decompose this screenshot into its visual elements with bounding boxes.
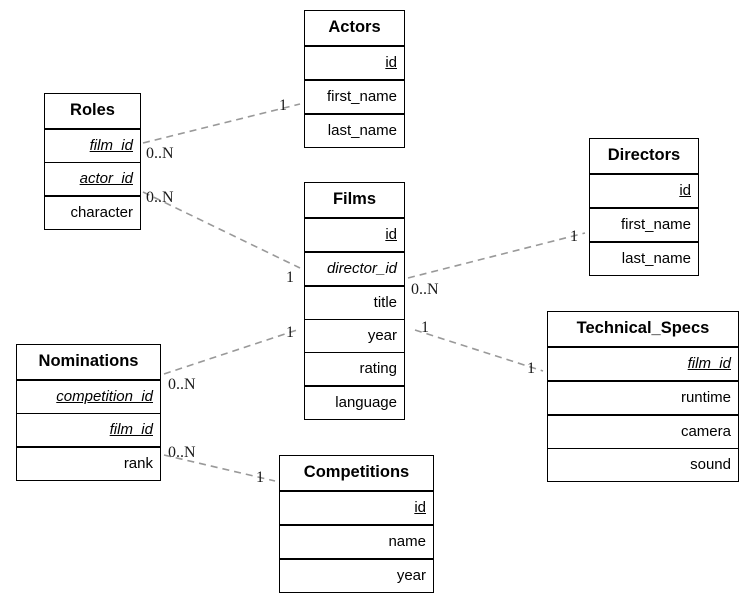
cardinality-films-directors-to: 1 — [570, 228, 578, 245]
attribute-label: language — [335, 393, 397, 411]
cardinality-films-technical_specs-to: 1 — [527, 360, 535, 377]
attribute-label: competition_id — [56, 387, 153, 405]
attribute-label: id — [414, 498, 426, 516]
cardinality-roles-actors-to: 1 — [279, 97, 287, 114]
attribute-label: id — [385, 225, 397, 243]
attribute-label: film_id — [109, 420, 153, 438]
entity-roles[interactable]: Roles film_id actor_id character — [44, 93, 141, 230]
entity-title-directors: Directors — [590, 139, 698, 175]
attribute-label: id — [385, 53, 397, 71]
attribute-technical_specs-runtime[interactable]: runtime — [548, 379, 738, 414]
attribute-label: id — [679, 181, 691, 199]
attribute-label: film_id — [89, 136, 133, 154]
attribute-label: year — [396, 566, 426, 584]
entity-title-nominations: Nominations — [17, 345, 160, 381]
attribute-actors-id[interactable]: id — [305, 47, 404, 79]
cardinality-roles-films-to: 1 — [286, 269, 294, 286]
attribute-nominations-competition_id[interactable]: competition_id — [17, 381, 160, 413]
cardinality-nominations-films-from: 0..N — [168, 376, 196, 393]
cardinality-nominations-competitions-to: 1 — [256, 469, 264, 486]
attribute-label: last_name — [621, 249, 691, 267]
attribute-films-director_id[interactable]: director_id — [305, 250, 404, 285]
attribute-roles-character[interactable]: character — [45, 194, 140, 229]
attribute-competitions-id[interactable]: id — [280, 492, 433, 524]
attribute-actors-last_name[interactable]: last_name — [305, 112, 404, 147]
attribute-label: actor_id — [79, 169, 133, 187]
attribute-competitions-name[interactable]: name — [280, 523, 433, 558]
cardinality-roles-films-from: 0..N — [146, 189, 174, 206]
cardinality-films-technical_specs-from: 1 — [421, 319, 429, 336]
attribute-label: character — [70, 203, 133, 221]
attribute-label: title — [373, 293, 397, 311]
attribute-label: sound — [690, 455, 731, 473]
attribute-films-year[interactable]: year — [305, 318, 404, 352]
attribute-technical_specs-sound[interactable]: sound — [548, 447, 738, 481]
attribute-films-id[interactable]: id — [305, 219, 404, 251]
attribute-label: rank — [123, 454, 153, 472]
attribute-directors-last_name[interactable]: last_name — [590, 240, 698, 275]
attribute-label: film_id — [687, 354, 731, 372]
entity-actors[interactable]: Actors id first_name last_name — [304, 10, 405, 148]
cardinality-nominations-films-to: 1 — [286, 324, 294, 341]
attribute-label: camera — [680, 422, 731, 440]
attribute-label: director_id — [326, 259, 397, 277]
attribute-nominations-rank[interactable]: rank — [17, 445, 160, 480]
attribute-films-title[interactable]: title — [305, 284, 404, 319]
attribute-films-language[interactable]: language — [305, 384, 404, 419]
entity-competitions[interactable]: Competitions id name year — [279, 455, 434, 593]
entity-title-competitions: Competitions — [280, 456, 433, 492]
attribute-label: rating — [359, 359, 397, 377]
attribute-roles-actor_id[interactable]: actor_id — [45, 161, 140, 195]
attribute-roles-film_id[interactable]: film_id — [45, 130, 140, 162]
attribute-label: first_name — [326, 87, 397, 105]
attribute-technical_specs-camera[interactable]: camera — [548, 413, 738, 448]
attribute-technical_specs-film_id[interactable]: film_id — [548, 348, 738, 380]
cardinality-nominations-competitions-from: 0..N — [168, 444, 196, 461]
relationship-line-films-technical_specs — [414, 329, 544, 372]
relationship-line-nominations-films — [163, 328, 301, 375]
attribute-label: runtime — [680, 388, 731, 406]
entity-title-technical_specs: Technical_Specs — [548, 312, 738, 348]
attribute-directors-first_name[interactable]: first_name — [590, 206, 698, 241]
relationship-line-films-directors — [407, 232, 586, 279]
attribute-label: last_name — [327, 121, 397, 139]
attribute-label: first_name — [620, 215, 691, 233]
attribute-directors-id[interactable]: id — [590, 175, 698, 207]
attribute-competitions-year[interactable]: year — [280, 557, 433, 592]
relationship-line-roles-actors — [142, 103, 301, 144]
entity-title-roles: Roles — [45, 94, 140, 130]
attribute-nominations-film_id[interactable]: film_id — [17, 412, 160, 446]
attribute-films-rating[interactable]: rating — [305, 351, 404, 385]
cardinality-roles-actors-from: 0..N — [146, 145, 174, 162]
entity-title-actors: Actors — [305, 11, 404, 47]
attribute-actors-first_name[interactable]: first_name — [305, 78, 404, 113]
cardinality-films-directors-from: 0..N — [411, 281, 439, 298]
entity-title-films: Films — [305, 183, 404, 219]
attribute-label: year — [367, 326, 397, 344]
relationship-line-roles-films — [142, 191, 301, 269]
entity-directors[interactable]: Directors id first_name last_name — [589, 138, 699, 276]
attribute-label: name — [388, 532, 426, 550]
